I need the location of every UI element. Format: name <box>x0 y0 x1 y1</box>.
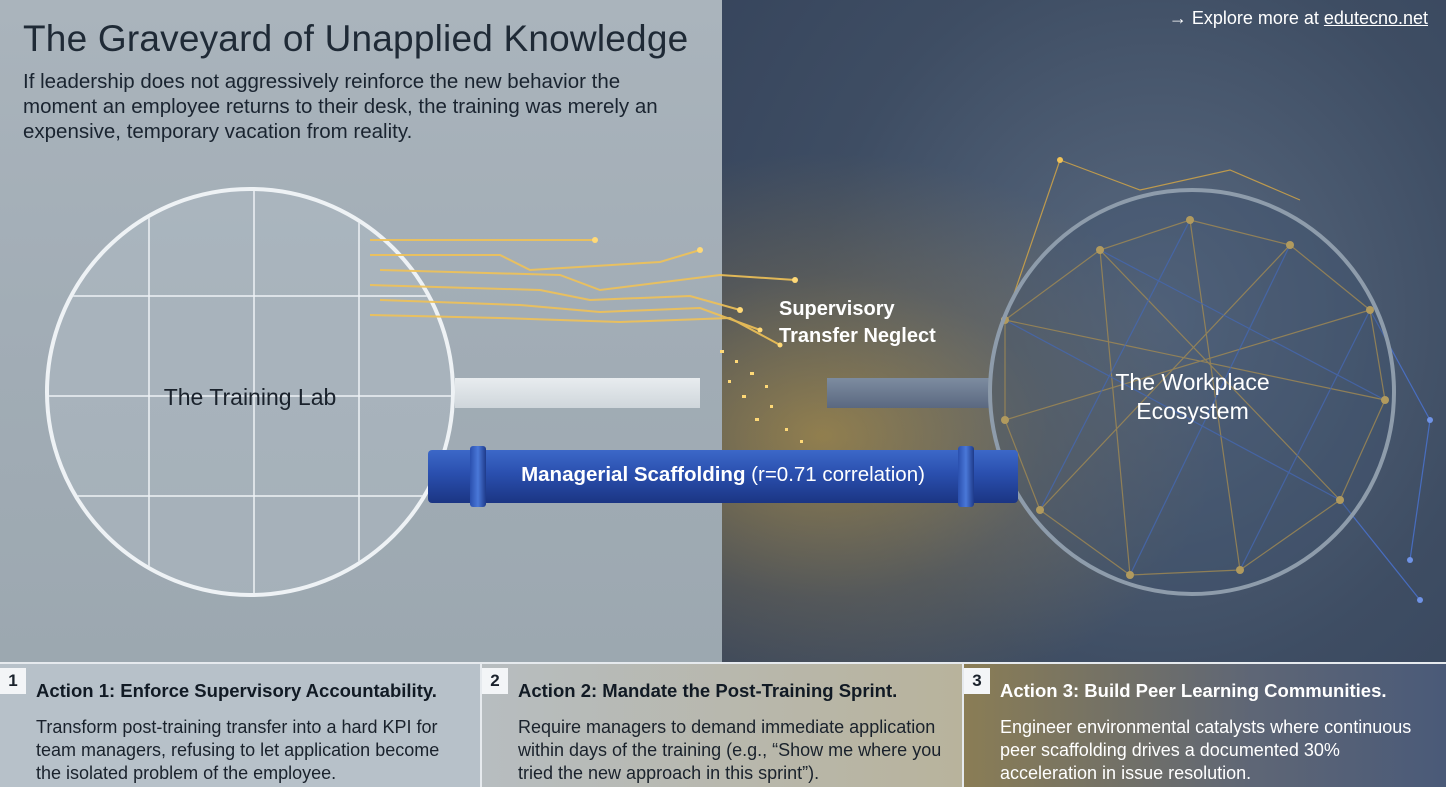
pipe-label: Managerial Scaffolding (r=0.71 correlati… <box>428 463 1018 487</box>
explore-link[interactable]: edutecno.net <box>1323 8 1428 28</box>
pipe-label-rest: (r=0.71 correlation) <box>745 463 925 486</box>
action-body: Require managers to demand immediate app… <box>518 717 942 783</box>
action-panel-2: 2 Action 2: Mandate the Post-Training Sp… <box>482 662 964 787</box>
bridge-right <box>827 378 992 408</box>
workplace-ecosystem-label: The Workplace Ecosystem <box>1115 369 1270 424</box>
action-title: Action 1: Enforce Supervisory Accountabi… <box>36 680 437 701</box>
action-panel-1: 1 Action 1: Enforce Supervisory Accounta… <box>0 662 482 787</box>
action-body: Engineer environmental catalysts where c… <box>1000 717 1412 783</box>
workplace-ecosystem-circle <box>988 188 1396 596</box>
page-subtitle: If leadership does not aggressively rein… <box>23 70 658 143</box>
action-title: Action 3: Build Peer Learning Communitie… <box>1000 680 1387 701</box>
explore-link-container: → Explore more at edutecno.net <box>1169 8 1428 29</box>
page-title: The Graveyard of Unapplied Knowledge <box>23 18 689 59</box>
action-number: 1 <box>0 668 26 694</box>
pipe-flange-left <box>470 446 486 507</box>
bridge-left <box>455 378 700 408</box>
action-number: 3 <box>964 668 990 694</box>
action-body: Transform post-training transfer into a … <box>36 717 440 783</box>
managerial-scaffolding-pipe <box>428 450 1018 503</box>
supervisory-transfer-neglect-label: Supervisory Transfer Neglect <box>779 298 936 347</box>
training-lab-label: The Training Lab <box>163 384 337 410</box>
action-title: Action 2: Mandate the Post-Training Spri… <box>518 680 898 701</box>
action-number: 2 <box>482 668 508 694</box>
action-panel-3: 3 Action 3: Build Peer Learning Communit… <box>964 662 1446 787</box>
pipe-label-bold: Managerial Scaffolding <box>521 463 746 486</box>
explore-prefix: → Explore more at <box>1168 8 1324 28</box>
lab-grid <box>49 191 451 593</box>
pipe-flange-right <box>958 446 974 507</box>
